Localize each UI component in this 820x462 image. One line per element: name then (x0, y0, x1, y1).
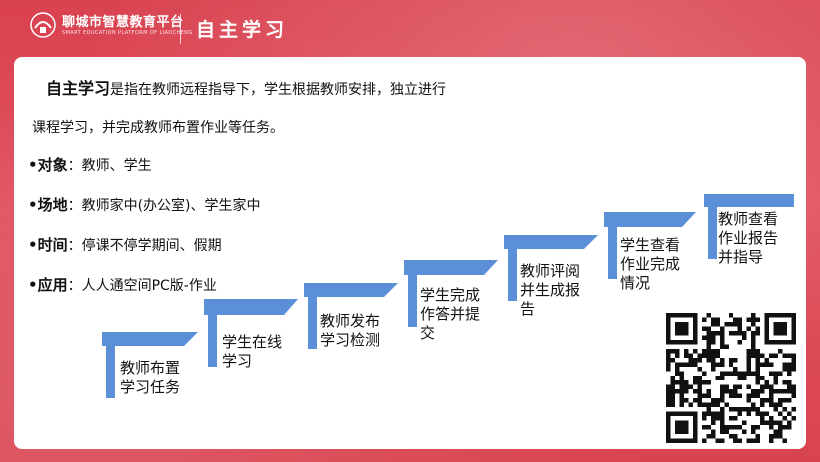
bullet-value: ：教师、学生 (67, 158, 152, 174)
bullet-key: •应用 (28, 276, 68, 294)
step-line: 作答并提 (420, 305, 481, 323)
header-divider (180, 14, 181, 44)
bullet-audience: •对象：教师、学生 (28, 154, 152, 175)
bullet-venue: •场地：教师家中(办公室)、学生家中 (28, 194, 261, 215)
step-line: 作业完成 (620, 255, 681, 273)
step-line: 学生在线 (222, 333, 283, 351)
step-line: 学习 (222, 352, 253, 370)
brand-name: 聊城市智慧教育平台 (62, 15, 184, 30)
step-line: 教师查看 (718, 210, 779, 228)
step-line: 并生成报 (520, 281, 581, 299)
header-bar: 聊城市智慧教育平台 SMART EDUCATION PLATFORM OF LI… (0, 0, 820, 56)
step-line: 交 (420, 324, 436, 342)
bullet-key: •时间 (28, 236, 68, 254)
intro-term: 自主学习 (46, 79, 111, 98)
step-line: 告 (520, 300, 536, 318)
intro-line-1-rest: 是指在教师远程指导下，学生根据教师安排，独立进行 (110, 82, 447, 98)
step-label-1: 教师布置 学习任务 (120, 359, 180, 397)
step-line: 教师评阅 (520, 262, 581, 280)
step-shape-1 (102, 332, 198, 398)
step-line: 并指导 (718, 248, 764, 266)
bullet-time: •时间：停课不停学期间、假期 (28, 234, 222, 255)
intro-line-1: 自主学习是指在教师远程指导下，学生根据教师安排，独立进行 (46, 75, 446, 99)
bullet-value: ：停课不停学期间、假期 (67, 238, 222, 254)
step-line: 学习检测 (320, 331, 381, 349)
step-shape-2 (204, 299, 298, 367)
step-line: 作业报告 (718, 229, 779, 247)
step-shape-5 (504, 235, 598, 301)
qr-code-icon (666, 313, 796, 443)
platform-logo-icon (30, 12, 56, 38)
step-label-6: 学生查看 作业完成 情况 (620, 236, 680, 293)
module-title: 自主学习 (196, 19, 289, 41)
step-label-4: 学生完成 作答并提 交 (420, 286, 480, 343)
bullet-key: •对象 (28, 156, 68, 174)
step-line: 情况 (620, 274, 651, 292)
step-shape-7 (704, 194, 794, 259)
step-label-7: 教师查看 作业报告 并指导 (718, 210, 778, 267)
step-shape-4 (404, 260, 498, 327)
step-label-3: 教师发布 学习检测 (320, 312, 380, 350)
step-label-2: 学生在线 学习 (222, 333, 282, 371)
step-line: 教师布置 (120, 359, 181, 377)
bullet-key: •场地 (28, 196, 68, 214)
bullet-value: ：教师家中(办公室)、学生家中 (67, 198, 261, 214)
bullet-value: ：人人通空间PC版-作业 (67, 278, 217, 294)
intro-line-2: 课程学习，并完成教师布置作业等任务。 (32, 120, 284, 136)
step-line: 学生查看 (620, 236, 681, 254)
step-label-5: 教师评阅 并生成报 告 (520, 262, 580, 319)
content-card: 自主学习是指在教师远程指导下，学生根据教师安排，独立进行 课程学习，并完成教师布… (14, 57, 806, 449)
step-line: 学习任务 (120, 378, 181, 396)
bullet-application: •应用：人人通空间PC版-作业 (28, 274, 217, 295)
steps-diagram (102, 194, 794, 398)
step-line: 学生完成 (420, 286, 481, 304)
step-shape-6 (604, 212, 696, 279)
brand-subtitle: SMART EDUCATION PLATFORM OF LIAOCHENG (62, 30, 193, 36)
step-shape-3 (304, 283, 398, 349)
step-line: 教师发布 (320, 312, 381, 330)
